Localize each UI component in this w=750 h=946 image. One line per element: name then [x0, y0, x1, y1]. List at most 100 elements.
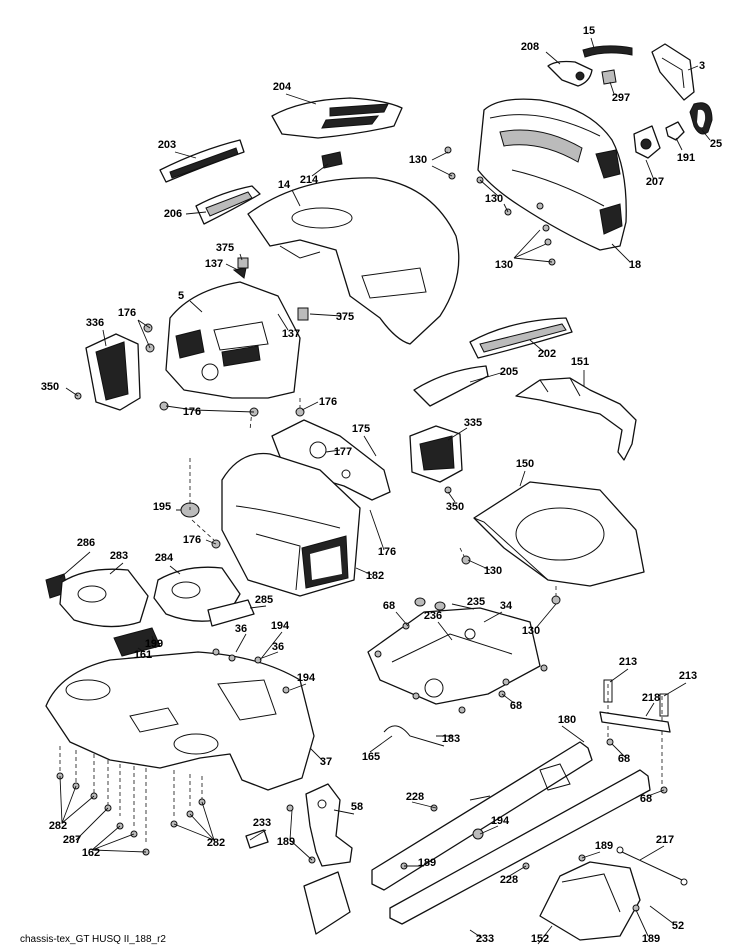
part-285-trim — [207, 599, 255, 627]
callout-label-202: 202 — [538, 348, 556, 360]
part-180-frame-rail — [371, 741, 651, 925]
callout-label-68: 68 — [640, 793, 652, 805]
callout-label-283: 283 — [110, 550, 128, 562]
callout-label-183: 183 — [442, 733, 460, 745]
callout-label-335: 335 — [464, 417, 482, 429]
part-165-rod — [383, 725, 445, 747]
part-283-rear-fender-left — [59, 568, 149, 628]
part-204-hood-cover — [271, 97, 403, 139]
part-25-side-loop — [689, 102, 713, 135]
callout-label-208: 208 — [521, 41, 539, 53]
callout-label-68: 68 — [510, 700, 522, 712]
callout-label-189: 189 — [277, 836, 295, 848]
callout-label-162: 162 — [82, 847, 100, 859]
callout-label-176: 176 — [183, 534, 201, 546]
part-150-deck-plate — [473, 481, 645, 587]
callout-label-375: 375 — [216, 242, 234, 254]
callout-label-235: 235 — [467, 596, 485, 608]
callout-label-207: 207 — [646, 176, 664, 188]
part-199-grille — [113, 627, 161, 657]
callout-label-204: 204 — [273, 81, 292, 93]
callout-label-15: 15 — [583, 25, 595, 37]
callout-label-205: 205 — [500, 366, 518, 378]
part-206-grille — [195, 185, 261, 225]
part-37-rear-fender — [45, 651, 315, 791]
part-205-trim — [413, 365, 489, 407]
callout-label-195: 195 — [153, 501, 171, 513]
drawing-reference: chassis-tex_GT HUSQ II_188_r2 — [20, 934, 166, 945]
callout-label-34: 34 — [500, 600, 513, 612]
callout-label-297: 297 — [612, 92, 630, 104]
callout-label-182: 182 — [366, 570, 384, 582]
part-18-hood-front — [477, 98, 627, 251]
leader-lines — [59, 37, 711, 945]
callout-label-285: 285 — [255, 594, 273, 606]
callout-label-282: 282 — [207, 837, 225, 849]
part-208-bracket — [547, 60, 593, 87]
callout-label-151: 151 — [571, 356, 589, 368]
part-202-grille — [469, 317, 573, 359]
callout-label-375: 375 — [336, 311, 354, 323]
callout-label-130: 130 — [484, 565, 502, 577]
callout-label-199: 199 — [145, 638, 163, 650]
part-151-bracket — [515, 377, 637, 461]
callout-label-165: 165 — [362, 751, 380, 763]
callout-label-228: 228 — [500, 874, 518, 886]
part-235-236-bushing — [414, 597, 446, 611]
callout-label-233: 233 — [476, 933, 494, 945]
callout-label-176: 176 — [319, 396, 337, 408]
callout-label-228: 228 — [406, 791, 424, 803]
callout-label-282: 282 — [49, 820, 67, 832]
hardware-fasteners — [56, 146, 668, 912]
callout-label-176: 176 — [183, 406, 201, 418]
callout-label-36: 36 — [272, 641, 284, 653]
callout-label-194: 194 — [297, 672, 316, 684]
callout-label-350: 350 — [446, 501, 464, 513]
part-297-clip — [601, 69, 617, 85]
callout-label-194: 194 — [491, 815, 510, 827]
callout-label-189: 189 — [595, 840, 613, 852]
callout-label-214: 214 — [300, 174, 319, 186]
callout-label-287: 287 — [63, 834, 81, 846]
part-182-console — [221, 452, 361, 597]
part-5-dash-panel — [165, 281, 301, 399]
callout-label-52: 52 — [672, 920, 684, 932]
callout-label-177: 177 — [334, 446, 352, 458]
part-191-bracket — [665, 121, 685, 141]
callout-label-217: 217 — [656, 834, 674, 846]
callout-label-25: 25 — [710, 138, 722, 150]
callout-label-14: 14 — [278, 179, 291, 191]
part-218-strap — [599, 711, 671, 733]
part-58-bracket — [305, 783, 353, 867]
assembly-lines — [59, 398, 663, 842]
callout-label-58: 58 — [351, 801, 363, 813]
callout-label-189: 189 — [418, 857, 436, 869]
callout-label-130: 130 — [485, 193, 503, 205]
callout-label-194: 194 — [271, 620, 290, 632]
part-336-side-panel — [85, 333, 141, 411]
callout-label-130: 130 — [522, 625, 540, 637]
part-34-mount-plate — [367, 607, 541, 705]
part-335-side-panel — [409, 425, 463, 483]
callout-label-176: 176 — [378, 546, 396, 558]
callout-label-191: 191 — [677, 152, 695, 164]
callout-label-189: 189 — [642, 933, 660, 945]
callout-label-175: 175 — [352, 423, 370, 435]
part-213-bolt — [603, 679, 669, 717]
part-152-bracket — [539, 861, 641, 941]
callout-label-150: 150 — [516, 458, 534, 470]
callout-label-284: 284 — [155, 552, 174, 564]
callout-label-5: 5 — [178, 290, 184, 302]
callout-label-137: 137 — [205, 258, 223, 270]
callout-label-180: 180 — [558, 714, 576, 726]
callout-label-18: 18 — [629, 259, 641, 271]
part-233-axle — [245, 829, 351, 935]
callout-label-218: 218 — [642, 692, 660, 704]
callout-label-37: 37 — [320, 756, 332, 768]
callout-label-233: 233 — [253, 817, 271, 829]
callout-label-213: 213 — [619, 656, 637, 668]
callout-labels: 1520832972042519120313020721414130206375… — [41, 25, 722, 945]
callout-label-213: 213 — [679, 670, 697, 682]
